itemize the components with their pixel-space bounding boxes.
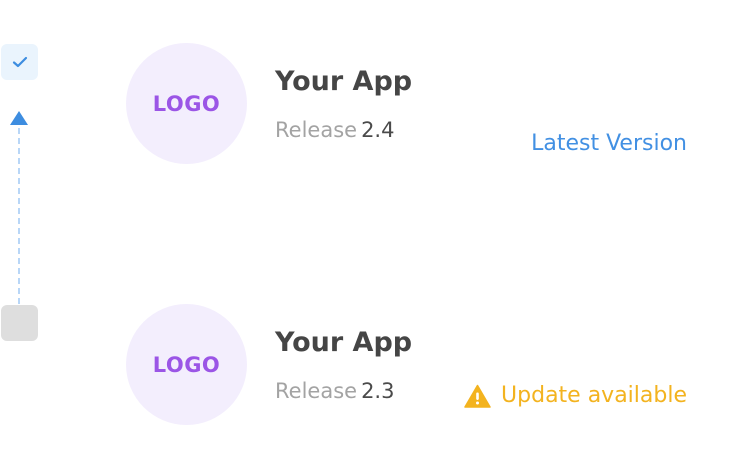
release-label: Release — [275, 379, 358, 403]
arrow-up-icon — [10, 111, 28, 125]
app-logo: LOGO — [126, 304, 247, 425]
timeline-dashed-line — [18, 128, 20, 304]
update-available-text: Update available — [501, 383, 687, 408]
timeline-empty-box[interactable] — [1, 305, 38, 341]
timeline-check-box[interactable] — [1, 44, 38, 80]
release-label: Release — [275, 118, 358, 142]
release-version: 2.3 — [361, 379, 395, 403]
check-icon — [12, 56, 27, 68]
app-logo: LOGO — [126, 43, 247, 164]
update-available-link[interactable]: Update available — [464, 383, 687, 408]
app-name: Your App — [275, 66, 413, 97]
release-version: 2.4 — [361, 118, 395, 142]
latest-version-label: Latest Version — [531, 131, 687, 156]
app-name: Your App — [275, 327, 413, 358]
logo-text: LOGO — [152, 91, 221, 116]
logo-text: LOGO — [152, 352, 221, 377]
warning-icon — [464, 384, 491, 408]
